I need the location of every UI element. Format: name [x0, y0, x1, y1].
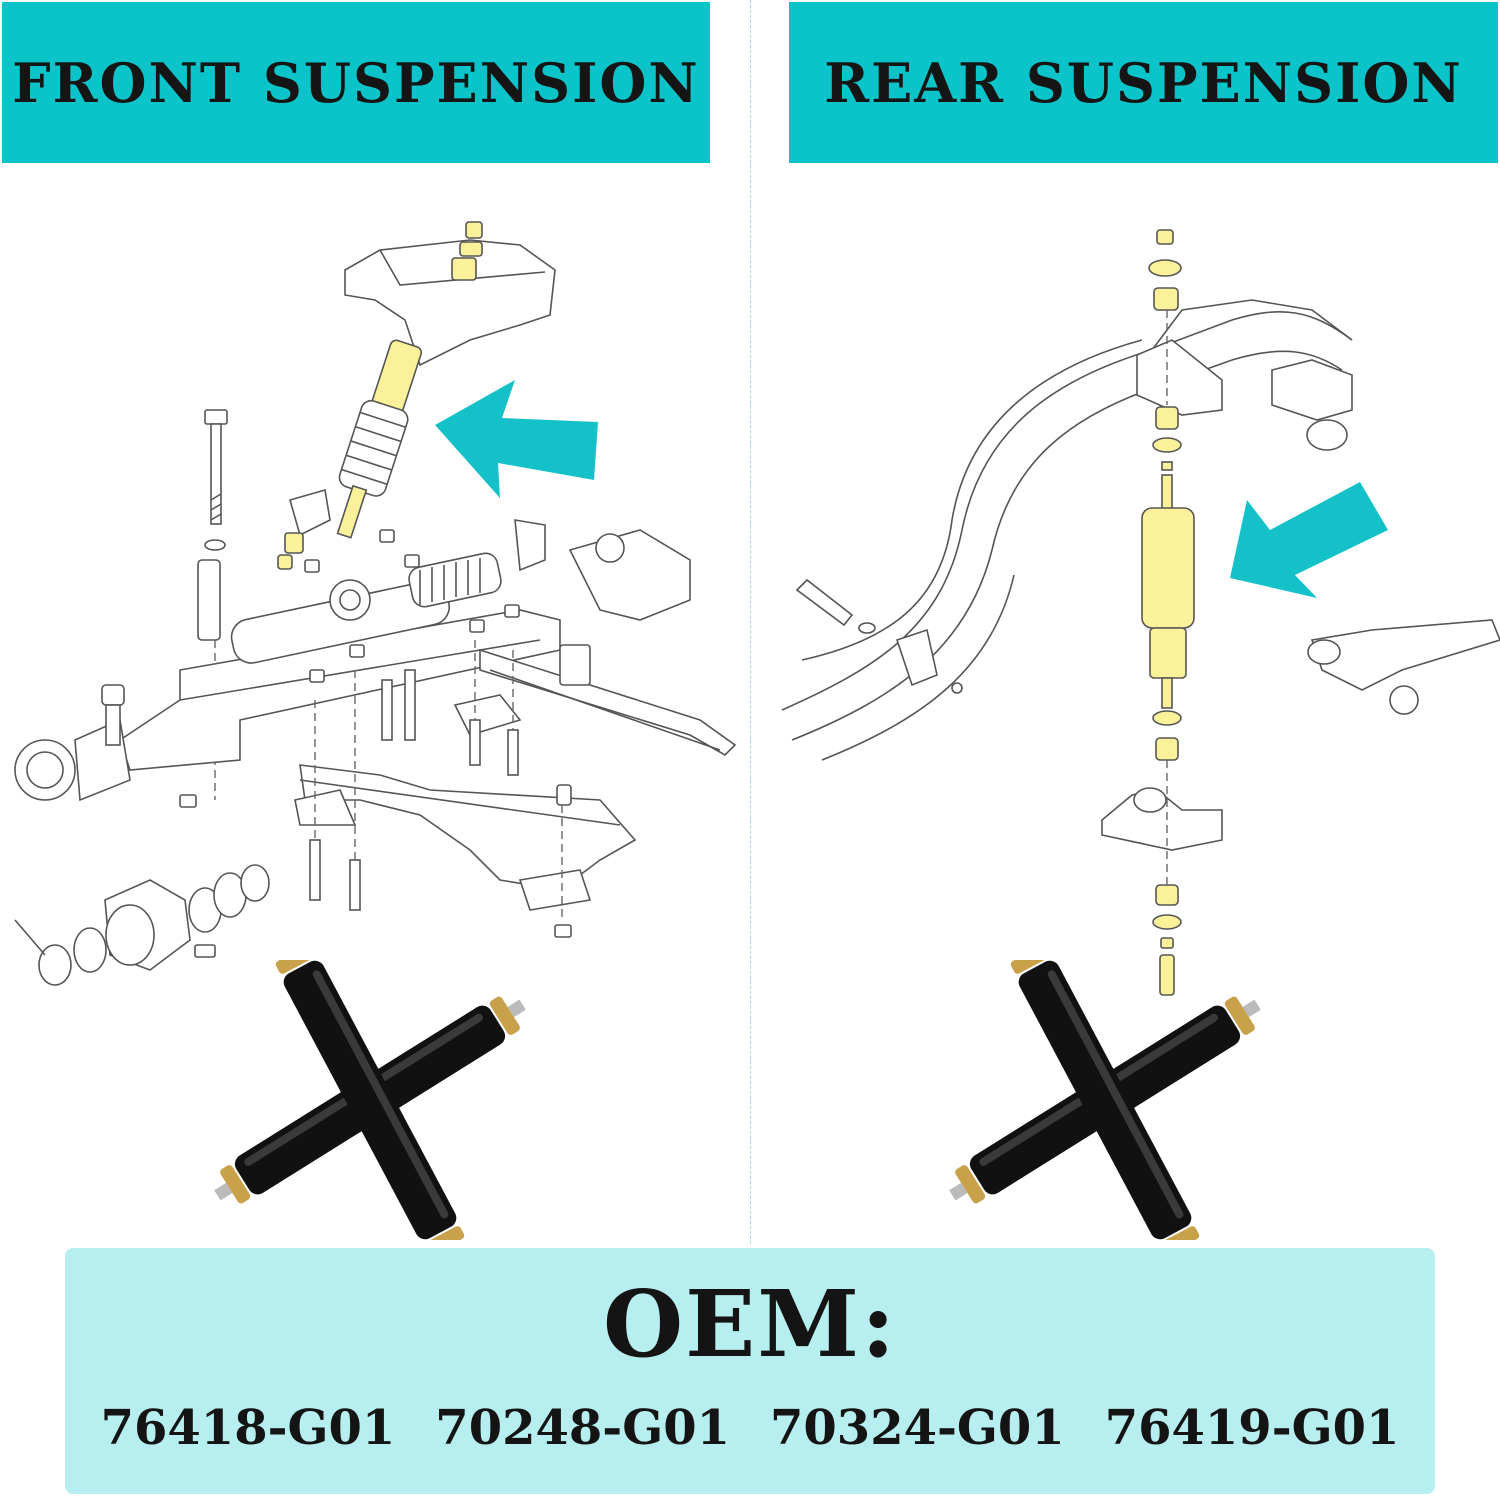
rear-shock-absorbers-photo	[949, 960, 1261, 1240]
oem-part-numbers: 76418-G01 70248-G01 70324-G01 76419-G01	[65, 1400, 1435, 1456]
oem-part-number: 76419-G01	[1104, 1400, 1400, 1456]
rear-suspension-title: REAR SUSPENSION	[824, 50, 1463, 115]
front-suspension-header: FRONT SUSPENSION	[2, 2, 710, 163]
oem-info-box: OEM: 76418-G01 70248-G01 70324-G01 76419…	[65, 1248, 1435, 1494]
arrow-down-left-icon	[1230, 482, 1388, 598]
rear-suspension-diagram	[781, 229, 1500, 996]
panel-divider	[750, 0, 751, 1244]
oem-part-number: 70248-G01	[435, 1400, 730, 1456]
rear-suspension-header: REAR SUSPENSION	[789, 2, 1498, 163]
oem-title: OEM:	[602, 1270, 898, 1378]
oem-part-number: 70324-G01	[770, 1400, 1065, 1456]
front-shock-absorbers-photo	[214, 960, 526, 1240]
front-suspension-title: FRONT SUSPENSION	[12, 50, 700, 115]
oem-part-number: 76418-G01	[100, 1400, 396, 1456]
front-suspension-diagram	[14, 221, 737, 986]
arrow-left-icon	[435, 380, 598, 498]
